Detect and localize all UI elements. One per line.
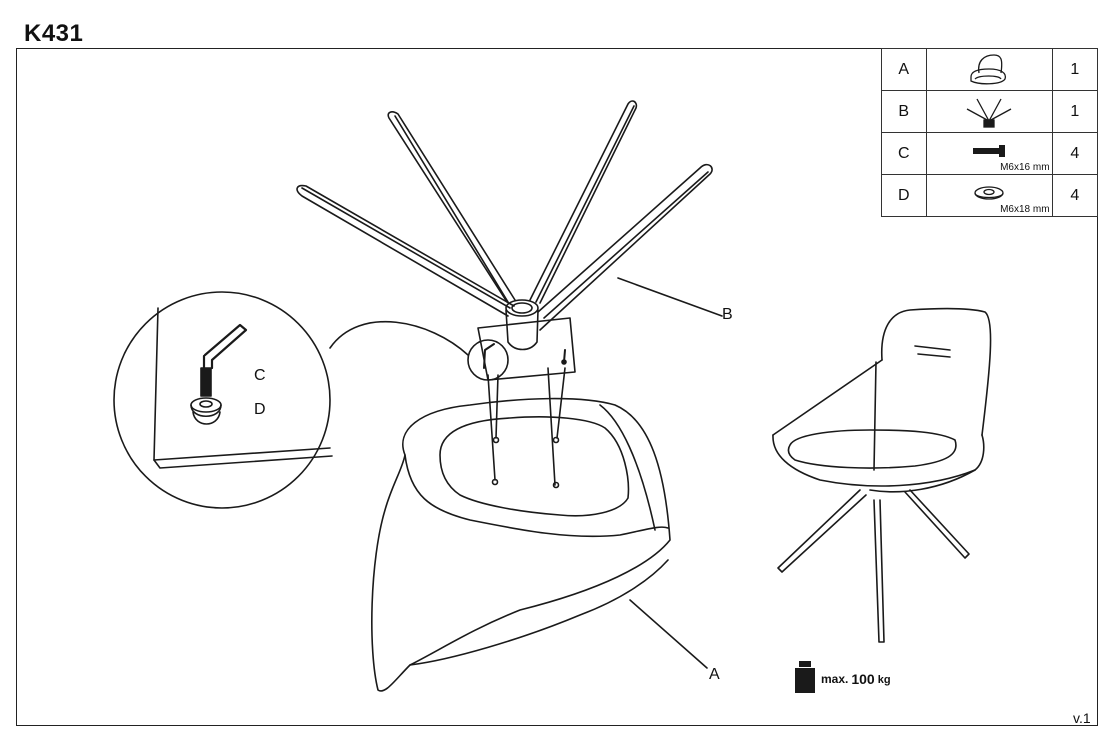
part-image-cell: M6x16 mm [925,132,1053,175]
chair-seat-icon [970,53,1007,84]
detail-d-label: D [254,401,266,418]
weight-icon [795,661,815,693]
part-spec: M6x18 mm [1000,204,1050,215]
part-qty: 1 [1051,48,1099,91]
chair-base-icon [966,98,1012,128]
weight-icon [795,658,817,692]
callout-a-label: A [709,666,720,683]
drawing-frame [16,48,1098,726]
detail-c-label: C [254,367,266,384]
parts-row: D M6x18 mm 4 [881,174,1099,217]
max-load-value: 100 [851,671,875,687]
part-letter: D [881,174,927,217]
screw-guides [487,367,566,489]
base-part-b [296,100,713,381]
document-title: K431 [24,20,84,47]
part-letter: C [881,132,927,175]
parts-row: A 1 [881,48,1099,91]
part-qty: 1 [1051,90,1099,133]
part-image-cell [925,48,1053,91]
assembled-chair [772,307,992,643]
part-image-cell: M6x18 mm [925,174,1053,217]
seat-part-a [371,397,671,692]
max-load-unit: kg [877,674,891,686]
bolt-icon [973,144,1006,157]
callout-b-label: B [722,306,733,323]
max-load-prefix: max. [821,672,849,686]
part-image-cell [925,90,1053,133]
washer-icon [974,185,1004,200]
part-letter: A [881,48,927,91]
parts-table: A 1 B 1 C [881,48,1099,217]
magnified-detail [113,291,333,509]
max-load: max. 100 kg [795,658,891,692]
parts-row: B 1 [881,90,1099,133]
part-spec: M6x16 mm [1000,162,1050,173]
part-qty: 4 [1051,132,1099,175]
part-letter: B [881,90,927,133]
parts-row: C M6x16 mm 4 [881,132,1099,175]
version-label: v.1 [1073,710,1091,726]
part-qty: 4 [1051,174,1099,217]
